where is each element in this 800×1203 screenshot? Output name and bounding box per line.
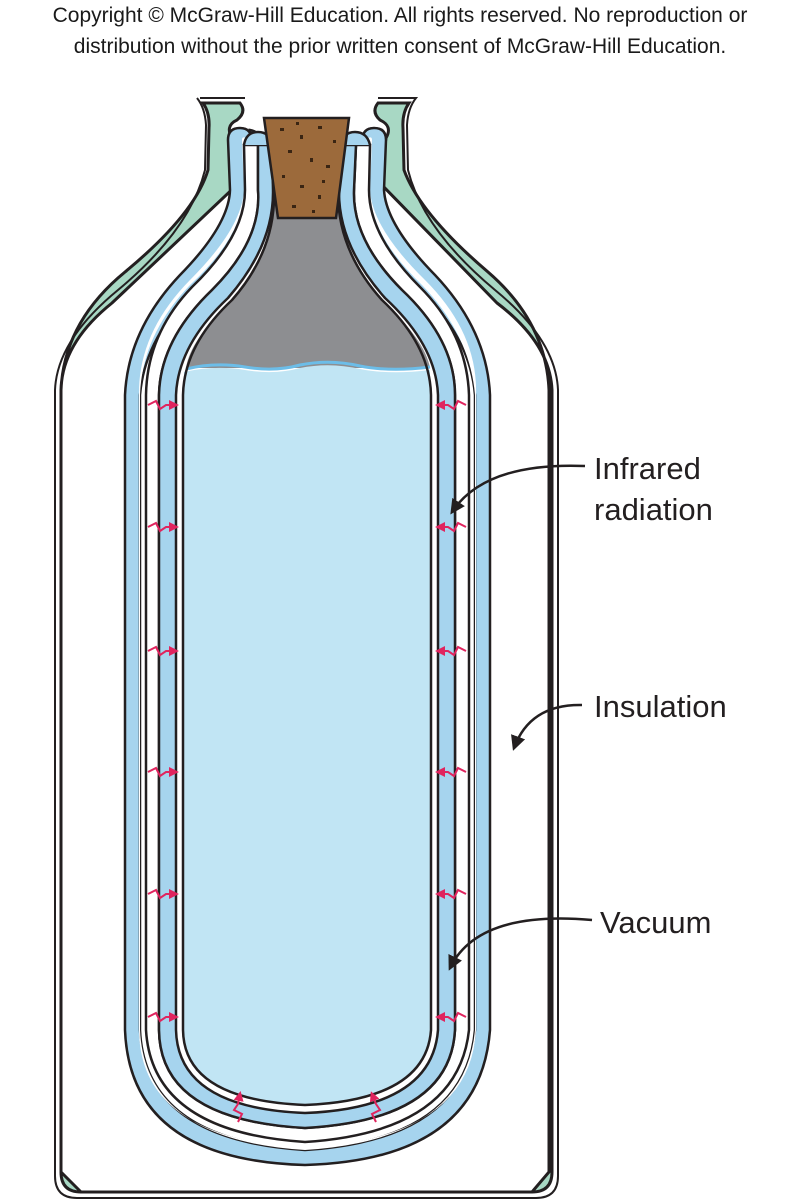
radiation-arrow — [147, 645, 179, 657]
vacuum-label: Vacuum — [600, 905, 711, 940]
radiation-arrow — [435, 888, 467, 900]
insulation-label: Insulation — [594, 689, 727, 724]
radiation-arrow — [147, 888, 179, 900]
radiation-arrow — [435, 399, 467, 411]
cork-texture — [280, 122, 336, 213]
insulation-layer — [59, 101, 554, 1194]
cork — [262, 116, 351, 220]
radiation-arrow — [369, 1091, 382, 1123]
infrared-arrows-left — [147, 399, 179, 1023]
infrared-label-line1: Infrared — [594, 451, 701, 486]
liquid-surface — [185, 360, 431, 371]
vacuum-leader-arrow — [448, 917, 593, 971]
radiation-arrow — [435, 521, 467, 533]
radiation-arrow — [435, 645, 467, 657]
inner-flask-outline — [181, 149, 433, 1107]
radiation-arrow — [232, 1091, 244, 1123]
copyright-notice: Copyright © McGraw-Hill Education. All r… — [0, 0, 800, 62]
air-space — [186, 150, 430, 368]
radiation-arrow — [147, 766, 179, 778]
radiation-arrow — [147, 521, 179, 533]
infrared-label-line2: radiation — [594, 492, 713, 527]
copyright-line-2: distribution without the prior written c… — [73, 35, 727, 58]
radiation-arrow — [435, 1011, 467, 1023]
insulation-leader-arrow — [511, 703, 583, 751]
infrared-arrows-bottom — [232, 1091, 382, 1123]
infrared-arrows-right — [435, 399, 467, 1023]
casing-outline — [54, 97, 559, 1199]
radiation-arrow — [147, 1011, 179, 1023]
infrared-leader-arrow — [450, 464, 586, 515]
radiation-arrow — [435, 766, 467, 778]
radiation-arrow — [147, 399, 179, 411]
liquid — [183, 365, 431, 1105]
copyright-line-1: Copyright © McGraw-Hill Education. All r… — [52, 4, 748, 27]
